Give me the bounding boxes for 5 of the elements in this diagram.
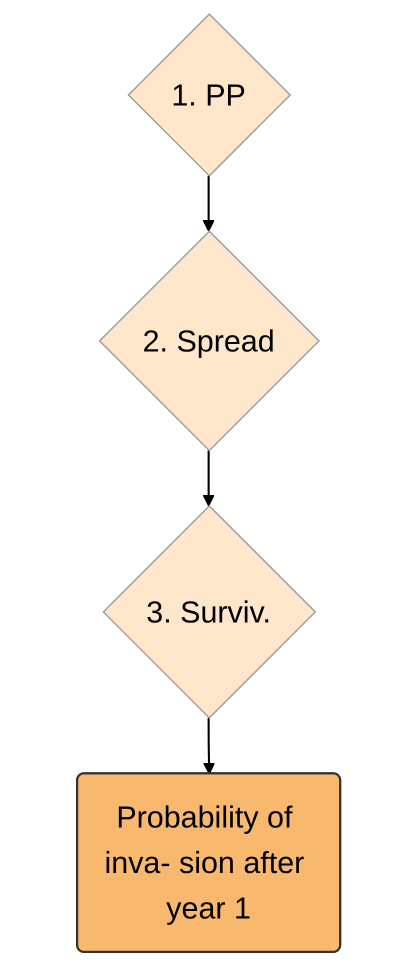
arrow (202, 450, 216, 506)
node-diamond: 3. Surviv. (102, 504, 317, 719)
arrow (202, 176, 216, 232)
node-diamond: 2. Spread (99, 230, 320, 452)
node-diamond: 1. PP (128, 13, 292, 177)
